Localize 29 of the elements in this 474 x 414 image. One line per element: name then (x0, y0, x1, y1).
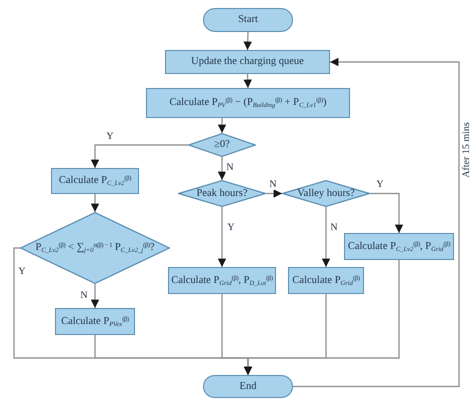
edge-label: Y (226, 223, 236, 233)
decision-diamond: Valley hours? (282, 180, 370, 207)
arrow (218, 157, 226, 180)
process-box: Calculate P$_{PV}$$^{(β)}$ − (P$_{Building}$$^{(β)}$ + P$_{C_Lv1}$$^{(β)}$) (146, 88, 350, 118)
process-box: Update the charging queue (165, 50, 330, 74)
edge-label: Y (375, 180, 385, 190)
arrow (370, 192, 404, 233)
edge-label: N (225, 163, 235, 173)
arrow (90, 194, 100, 212)
end-terminal: End (203, 375, 293, 398)
arrow (244, 74, 252, 88)
edge-label: N (268, 180, 278, 190)
arrow (244, 260, 400, 375)
arrow (293, 58, 460, 388)
arrow (218, 118, 226, 133)
arrow (266, 189, 282, 198)
decision-diamond: ≥0? (188, 133, 256, 157)
edge-label: N (79, 291, 89, 301)
edge-label: After 15 mins (462, 121, 472, 179)
arrow (90, 144, 188, 168)
arrow (322, 207, 330, 267)
arrow (244, 32, 252, 50)
edge-label: Y (17, 267, 27, 277)
arrow (218, 207, 226, 267)
edge-label: Y (105, 132, 115, 142)
edge-label: N (329, 223, 339, 233)
arrow (90, 284, 100, 308)
start-terminal: Start (203, 8, 293, 32)
decision-diamond: Peak hours? (178, 180, 266, 207)
